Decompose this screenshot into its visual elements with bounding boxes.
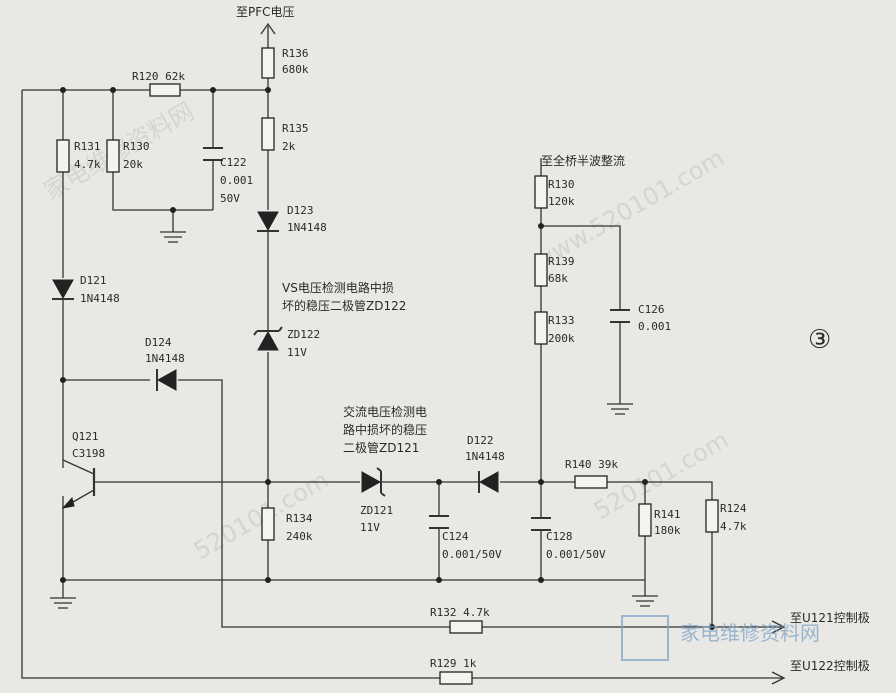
r141-value: 180k — [654, 524, 681, 537]
c126-name: C126 — [638, 303, 665, 316]
output-u122-label: 至U122控制极 — [790, 659, 870, 673]
r124-value: 4.7k — [720, 520, 747, 533]
r131-name: R131 — [74, 140, 101, 153]
fullbridge-label: 至全桥半波整流 — [541, 153, 625, 168]
ac-note-line3: 二极管ZD121 — [343, 440, 419, 455]
zd121-name: ZD121 — [360, 504, 393, 517]
r133-name: R133 — [548, 314, 575, 327]
resistor-r136 — [261, 47, 275, 79]
r124-name: R124 — [720, 502, 747, 515]
r141-name: R141 — [654, 508, 681, 521]
c126-value: 0.001 — [638, 320, 671, 333]
arrow-right-icon — [712, 620, 786, 685]
capacitor-c126 — [610, 309, 630, 323]
output-u121-label: 至U121控制极 — [790, 611, 870, 625]
ground-icon — [632, 595, 658, 607]
r129-label: R129 1k — [430, 657, 477, 670]
r120-label: R120 62k — [132, 70, 185, 83]
r135-value: 2k — [282, 140, 296, 153]
resistor-r134 — [261, 507, 275, 541]
resistor-r133 — [534, 311, 548, 345]
resistor-r120 — [149, 83, 181, 97]
zener-zd122 — [253, 326, 283, 351]
junctions — [60, 87, 715, 630]
r131-value: 4.7k — [74, 158, 101, 171]
c122-value: 0.001 — [220, 174, 253, 187]
r130-value: 20k — [123, 158, 143, 171]
c122-name: C122 — [220, 156, 247, 169]
logo-text: 家电维修资料网 — [680, 621, 820, 645]
d121-value: 1N4148 — [80, 292, 120, 305]
zener-zd121 — [361, 467, 386, 497]
r133-value: 200k — [548, 332, 575, 345]
r130r-value: 120k — [548, 195, 575, 208]
zd121-value: 11V — [360, 521, 380, 534]
pfc-arrow-icon — [260, 22, 276, 40]
r139-value: 68k — [548, 272, 568, 285]
zd122-name: ZD122 — [287, 328, 320, 341]
d124-value: 1N4148 — [145, 352, 185, 365]
d122-name: D122 — [467, 434, 494, 447]
resistor-r124 — [705, 499, 719, 533]
d124-name: D124 — [145, 336, 172, 349]
pfc-label: 至PFC电压 — [236, 5, 295, 19]
r134-value: 240k — [286, 530, 313, 543]
r134-name: R134 — [286, 512, 313, 525]
r136-name: R136 — [282, 47, 309, 60]
c128-name: C128 — [546, 530, 573, 543]
capacitor-c128 — [531, 517, 551, 531]
resistor-r139 — [534, 253, 548, 287]
r130r-name: R130 — [548, 178, 575, 191]
capacitor-c124 — [429, 515, 449, 529]
ac-note-line2: 路中损坏的稳压 — [343, 422, 427, 437]
d121-name: D121 — [80, 274, 107, 287]
resistor-r131 — [56, 139, 70, 173]
d123-value: 1N4148 — [287, 221, 327, 234]
q121-name: Q121 — [72, 430, 99, 443]
resistor-r141 — [638, 503, 652, 537]
diode-d122 — [478, 471, 499, 493]
resistor-r140 — [574, 475, 608, 489]
diode-d124 — [156, 369, 177, 391]
diode-d121 — [52, 279, 74, 300]
r140-label: R140 39k — [565, 458, 618, 471]
q121-value: C3198 — [72, 447, 105, 460]
resistor-r130 — [106, 139, 120, 173]
r136-value: 680k — [282, 63, 309, 76]
ground-icon — [50, 597, 76, 609]
ac-note-line1: 交流电压检测电 — [343, 404, 427, 419]
r139-name: R139 — [548, 255, 575, 268]
vs-note-line2: 坏的稳压二极管ZD122 — [282, 298, 406, 313]
c124-value: 0.001/50V — [442, 548, 502, 561]
r130-name: R130 — [123, 140, 150, 153]
watermark-layer: 家电维修资料网 www.520101.com 520101.com 520101… — [39, 97, 733, 565]
vs-note-line1: VS电压检测电路中损 — [282, 280, 394, 295]
resistor-r135 — [261, 117, 275, 151]
r135-name: R135 — [282, 122, 309, 135]
resistor-r132 — [449, 620, 483, 634]
figure-number: ③ — [808, 325, 831, 355]
d123-name: D123 — [287, 204, 314, 217]
zd122-value: 11V — [287, 346, 307, 359]
capacitor-c122 — [203, 147, 223, 161]
d122-value: 1N4148 — [465, 450, 505, 463]
transistor-q121 — [61, 459, 96, 509]
c124-name: C124 — [442, 530, 469, 543]
diode-d123 — [257, 211, 279, 232]
resistor-r129 — [439, 671, 473, 685]
resistor-r130-right — [534, 175, 548, 209]
r132-label: R132 4.7k — [430, 606, 490, 619]
ground-icon — [160, 231, 186, 243]
c128-value: 0.001/50V — [546, 548, 606, 561]
c122-voltage: 50V — [220, 192, 240, 205]
ground-icon — [607, 403, 633, 415]
site-logo: 家电维修资料网 — [621, 615, 820, 661]
